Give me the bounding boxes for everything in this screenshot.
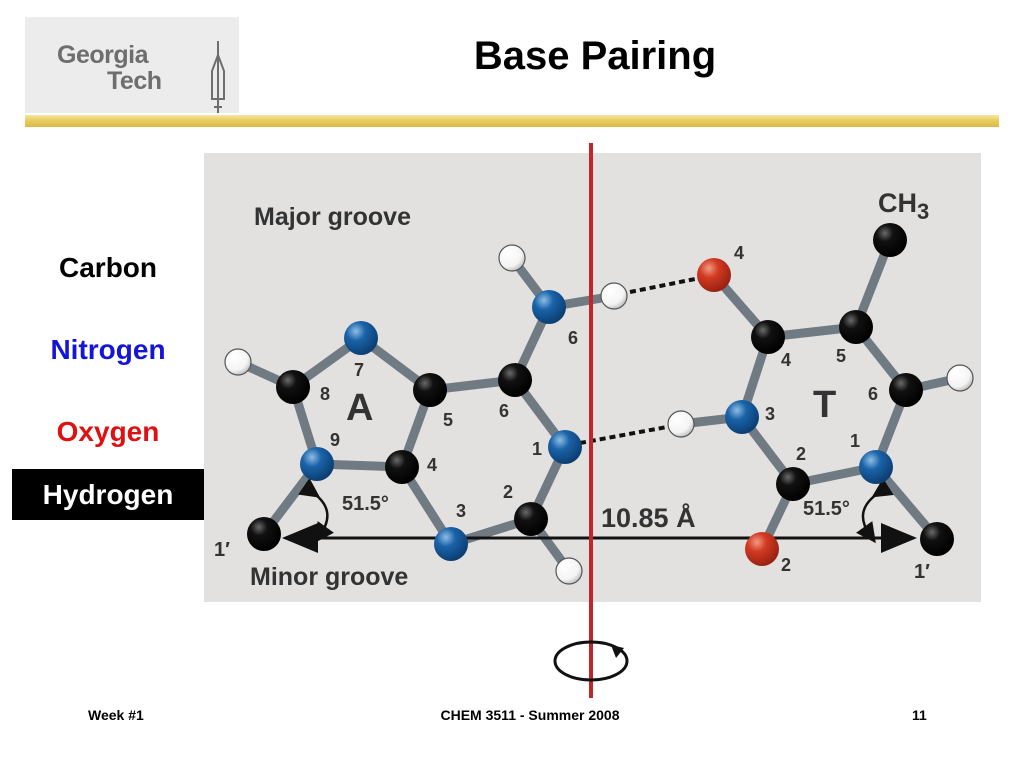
thymine-position-1: 1 — [850, 431, 860, 451]
legend-carbon: Carbon — [59, 252, 157, 283]
adenine-position-4: 4 — [427, 455, 437, 475]
methyl-ch-text: CH — [878, 188, 917, 218]
adenine-position-8: 8 — [320, 384, 330, 404]
angle-label-left: 51.5° — [342, 493, 389, 515]
carbon-atoms — [247, 223, 954, 556]
title-divider — [25, 115, 999, 127]
thymine-position-5: 5 — [836, 346, 846, 366]
logo-text-line1: Georgia — [57, 41, 148, 69]
adenine-position-2: 2 — [503, 482, 513, 502]
oxygen-atoms — [697, 258, 779, 566]
adenine-position-5: 5 — [443, 410, 453, 430]
angle-label-right: 51.5° — [803, 498, 850, 520]
thymine-position-6: 6 — [868, 384, 878, 404]
major-groove-label: Major groove — [254, 203, 411, 231]
angle-arc-right — [856, 478, 894, 544]
tech-tower-icon — [211, 41, 225, 113]
hydrogen-bond-lines — [579, 276, 701, 445]
adenine-position-6-amine: 6 — [568, 328, 578, 348]
hydrogen-atoms — [224, 244, 974, 585]
legend-nitrogen: Nitrogen — [50, 334, 166, 365]
methyl-group-label: CH3 — [878, 188, 929, 224]
thymine-position-2: 2 — [796, 444, 806, 464]
thymine-position-4-oxygen: 4 — [734, 243, 744, 263]
distance-label: 10.85 Å — [601, 502, 696, 533]
angle-arc-left — [298, 478, 334, 544]
base-t-label: T — [813, 384, 836, 426]
minor-groove-label: Minor groove — [250, 563, 408, 591]
sugar-label-left: 1′ — [214, 539, 230, 561]
thymine-position-4: 4 — [781, 350, 791, 370]
logo-text-line2: Tech — [107, 67, 162, 95]
thymine-position-3: 3 — [765, 404, 775, 424]
legend-oxygen: Oxygen — [56, 416, 160, 447]
legend-hydrogen: Hydrogen — [12, 469, 204, 520]
base-a-label: A — [346, 387, 373, 429]
adenine-position-9: 9 — [330, 430, 340, 450]
rotation-arrow-icon — [553, 640, 629, 682]
footer-page-number: 11 — [912, 707, 927, 723]
adenine-position-3: 3 — [456, 501, 466, 521]
adenine-position-6: 6 — [499, 401, 509, 421]
slide-title: Base Pairing — [473, 34, 717, 78]
footer-course: CHEM 3511 - Summer 2008 — [440, 707, 620, 723]
adenine-position-7: 7 — [354, 360, 364, 380]
thymine-position-2-oxygen: 2 — [781, 555, 791, 575]
methyl-subscript-text: 3 — [917, 199, 929, 224]
nitrogen-atoms — [300, 290, 893, 561]
georgia-tech-logo: Georgia Tech — [25, 17, 239, 113]
adenine-position-1: 1 — [532, 439, 542, 459]
sugar-label-right: 1′ — [914, 561, 930, 583]
footer-week: Week #1 — [88, 707, 144, 723]
